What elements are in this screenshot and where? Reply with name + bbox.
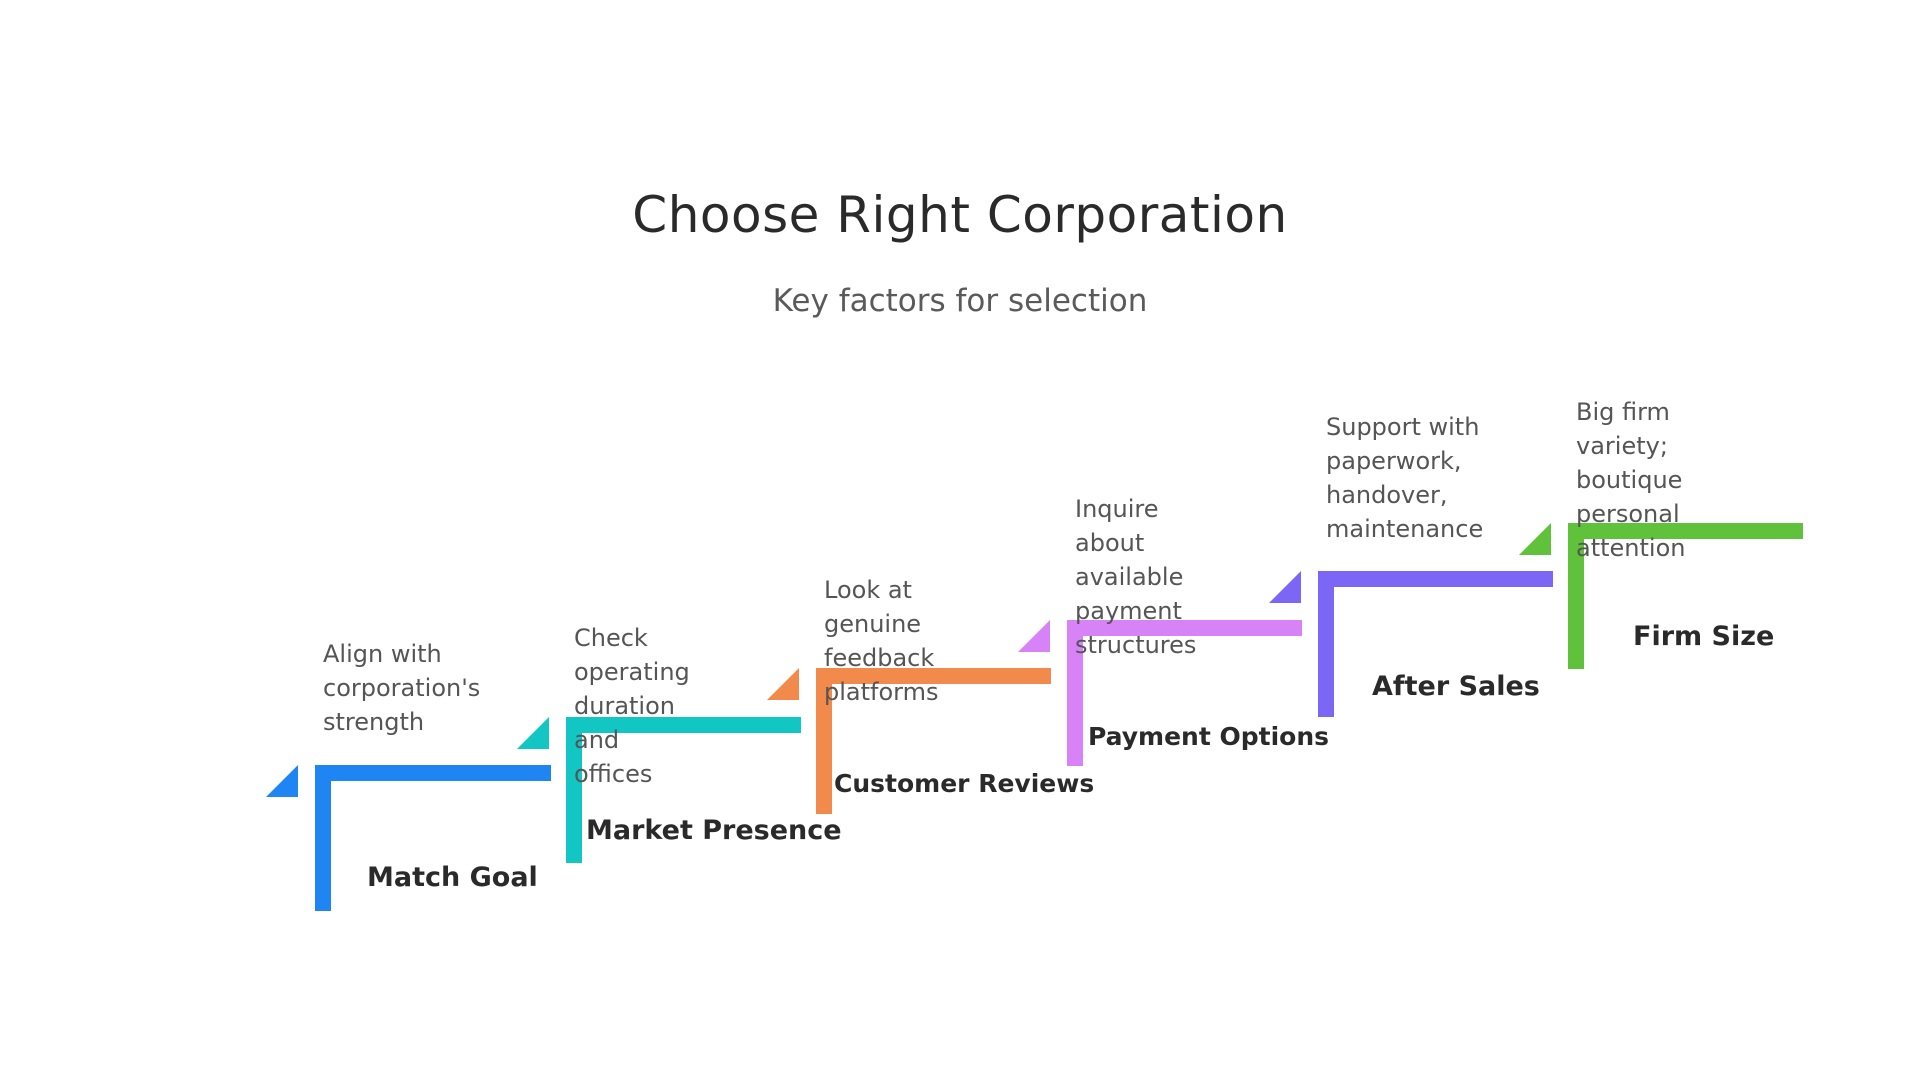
step-label: Payment Options bbox=[1088, 722, 1330, 751]
step-label: Market Presence bbox=[586, 815, 842, 846]
step-arrow-icon bbox=[517, 717, 549, 749]
step-description: Check operating duration and offices bbox=[574, 624, 690, 788]
step-arrow-icon bbox=[767, 668, 799, 700]
step-bar-horizontal bbox=[1318, 571, 1553, 587]
step-arrow-icon bbox=[1018, 620, 1050, 652]
step-arrow-icon bbox=[266, 765, 298, 797]
step-bar-vertical bbox=[315, 765, 331, 911]
step-bar-horizontal bbox=[315, 765, 551, 781]
step-arrow-icon bbox=[1519, 523, 1551, 555]
diagram-subtitle: Key factors for selection bbox=[772, 283, 1148, 319]
step-bar-vertical bbox=[1568, 523, 1584, 669]
step-description: Support with paperwork, handover, mainte… bbox=[1326, 413, 1484, 543]
step-bar-vertical bbox=[1318, 571, 1334, 717]
step-bar-horizontal bbox=[566, 717, 801, 733]
step-bar-horizontal bbox=[1067, 620, 1302, 636]
step-description: Align with corporation's strength bbox=[323, 640, 481, 736]
step-arrow-icon bbox=[1269, 571, 1301, 603]
step-bar-vertical bbox=[566, 717, 582, 863]
step-bar-horizontal bbox=[1568, 523, 1803, 539]
step-label: After Sales bbox=[1372, 671, 1540, 702]
step-bar-vertical bbox=[816, 668, 832, 814]
step-label: Firm Size bbox=[1633, 621, 1775, 652]
step-bar-vertical bbox=[1067, 620, 1083, 766]
step-bar-horizontal bbox=[816, 668, 1051, 684]
step-label: Match Goal bbox=[367, 862, 538, 893]
step-description: Inquire about available payment structur… bbox=[1075, 495, 1197, 659]
step-description: Look at genuine feedback platforms bbox=[824, 576, 939, 706]
diagram-title: Choose Right Corporation bbox=[632, 186, 1288, 244]
step-description: Big firm variety; boutique personal atte… bbox=[1576, 398, 1686, 562]
step-label: Customer Reviews bbox=[834, 769, 1095, 798]
